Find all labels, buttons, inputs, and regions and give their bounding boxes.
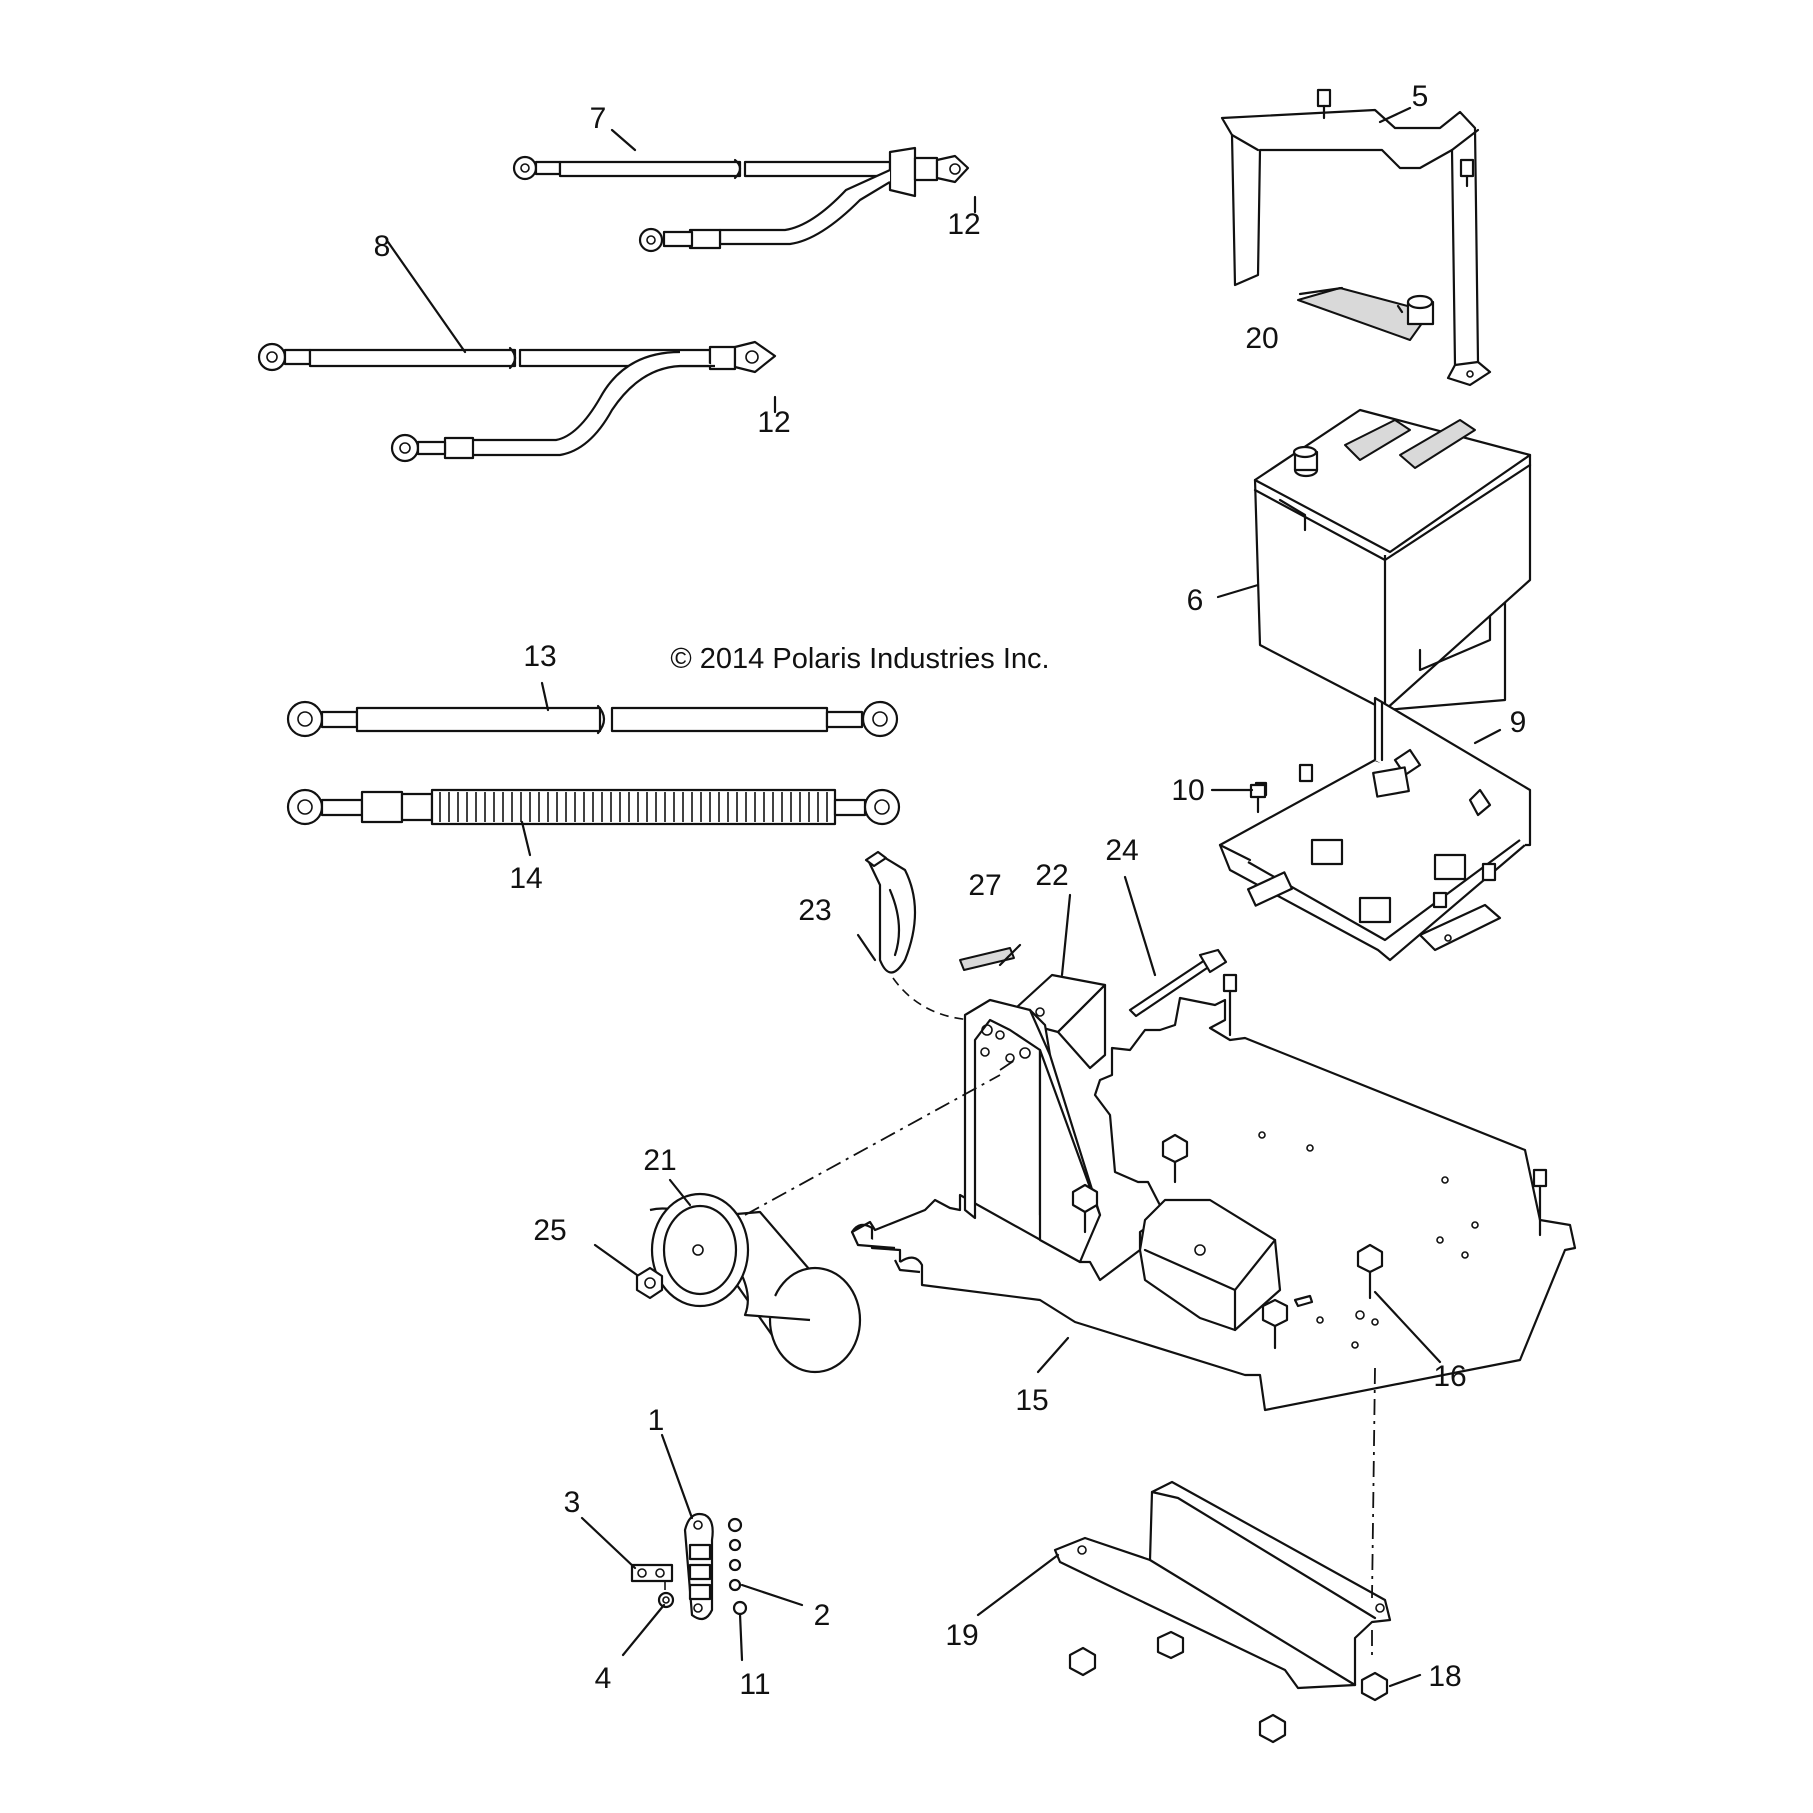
bolt-16 <box>1071 973 1548 1350</box>
bolt-24 <box>1128 948 1228 1018</box>
cable-13 <box>286 700 899 738</box>
nut-18 <box>1068 1630 1389 1744</box>
callout-12b: 12 <box>757 406 790 439</box>
callout-11: 11 <box>739 1668 770 1701</box>
callout-13: 13 <box>523 640 556 673</box>
callout-9: 9 <box>1510 706 1527 739</box>
plate-15 <box>850 996 1577 1412</box>
leader-lines <box>386 106 1502 1688</box>
callout-1: 1 <box>648 1404 665 1437</box>
callout-20: 20 <box>1245 322 1278 355</box>
copyright-notice: © 2014 Polaris Industries Inc. <box>670 643 1049 675</box>
cable-14 <box>286 788 901 826</box>
callout-10: 10 <box>1171 774 1204 807</box>
bolt-10 <box>1249 783 1267 814</box>
nut-25 <box>635 1266 664 1300</box>
battery-6 <box>1253 294 1532 712</box>
callout-14: 14 <box>509 862 542 895</box>
nut-4 <box>657 1591 675 1609</box>
strap-23 <box>864 850 1041 1022</box>
battery-box-9 <box>1218 696 1532 962</box>
callout-labels: 1 2 3 4 5 6 7 8 9 10 11 12 12 13 14 15 1… <box>374 80 1527 1701</box>
callout-4: 4 <box>595 1662 612 1695</box>
hold-down-5 <box>1220 88 1492 387</box>
callout-5: 5 <box>1412 80 1429 113</box>
callout-6: 6 <box>1187 584 1204 617</box>
callout-27: 27 <box>968 869 1001 902</box>
cable-7 <box>512 146 970 253</box>
callout-24: 24 <box>1105 834 1138 867</box>
callout-25: 25 <box>533 1214 566 1247</box>
clip-27 <box>959 947 1015 971</box>
terminal-block-1 <box>683 1512 748 1621</box>
callout-19: 19 <box>945 1619 978 1652</box>
callout-21: 21 <box>643 1144 676 1177</box>
callout-3: 3 <box>564 1486 581 1519</box>
callout-7: 7 <box>590 102 607 135</box>
callout-23: 23 <box>798 894 831 927</box>
callout-2: 2 <box>814 1599 831 1632</box>
callout-22: 22 <box>1035 859 1068 892</box>
bracket-3 <box>630 1563 674 1595</box>
callout-16: 16 <box>1433 1360 1466 1393</box>
pulley-21 <box>649 1059 1016 1374</box>
callout-8: 8 <box>374 230 391 263</box>
callout-18: 18 <box>1428 1660 1461 1693</box>
cable-8 <box>257 340 777 463</box>
callout-12a: 12 <box>947 208 980 241</box>
skid-plate-19 <box>1053 1367 1392 1690</box>
callout-15: 15 <box>1015 1384 1048 1417</box>
